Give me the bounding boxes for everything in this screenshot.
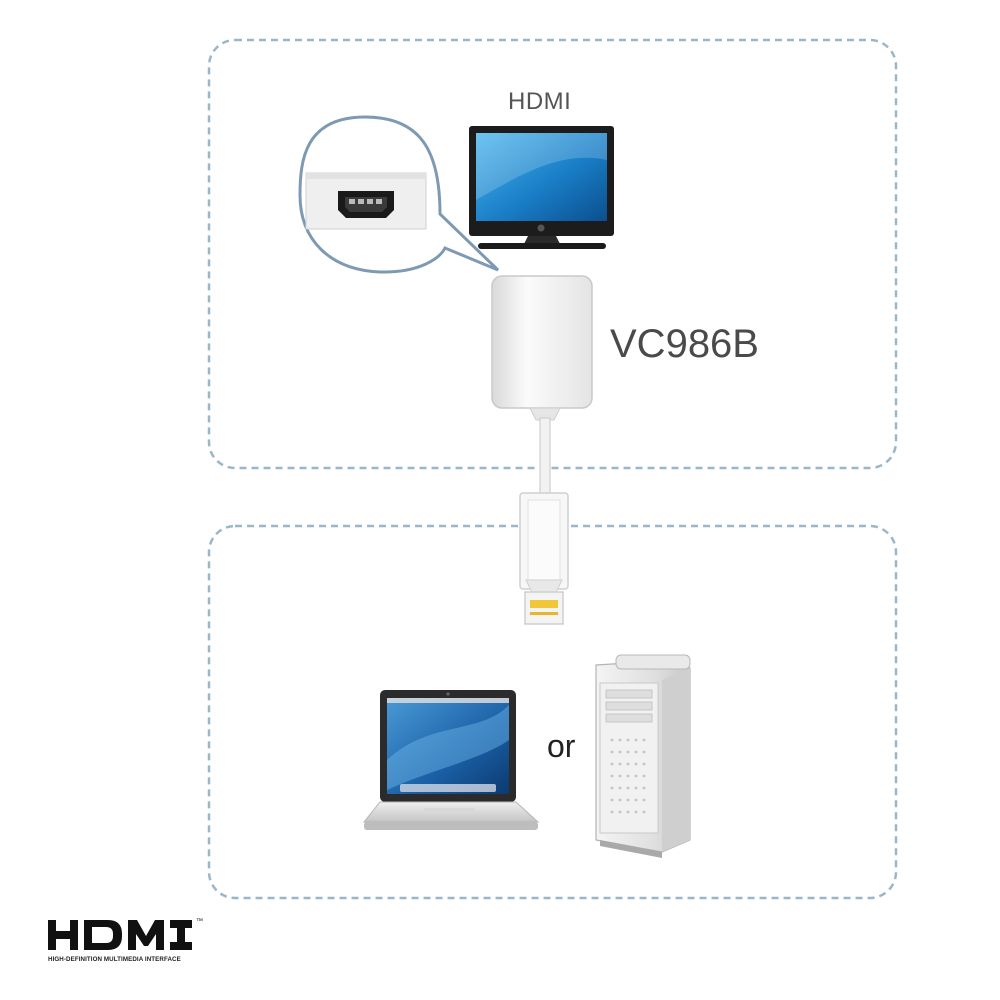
adapter-device bbox=[491, 275, 593, 421]
hdmi-logo bbox=[48, 920, 192, 950]
separator-label: or bbox=[547, 728, 576, 764]
desktop-tower-icon bbox=[595, 654, 691, 858]
displayport-plug bbox=[519, 492, 569, 625]
adapter-model-label: VC986B bbox=[610, 322, 759, 366]
laptop-icon bbox=[362, 690, 540, 830]
logo-trademark: ™ bbox=[196, 918, 203, 925]
logo-tagline: HIGH-DEFINITION MULTIMEDIA INTERFACE bbox=[48, 956, 181, 963]
display-side-panel bbox=[207, 38, 898, 470]
hdmi-port-callout bbox=[298, 115, 500, 274]
adapter-cable bbox=[539, 417, 551, 497]
display-label: HDMI bbox=[508, 88, 572, 115]
hdmi-port-icon bbox=[338, 191, 394, 218]
hdmi-monitor-icon bbox=[469, 126, 614, 249]
